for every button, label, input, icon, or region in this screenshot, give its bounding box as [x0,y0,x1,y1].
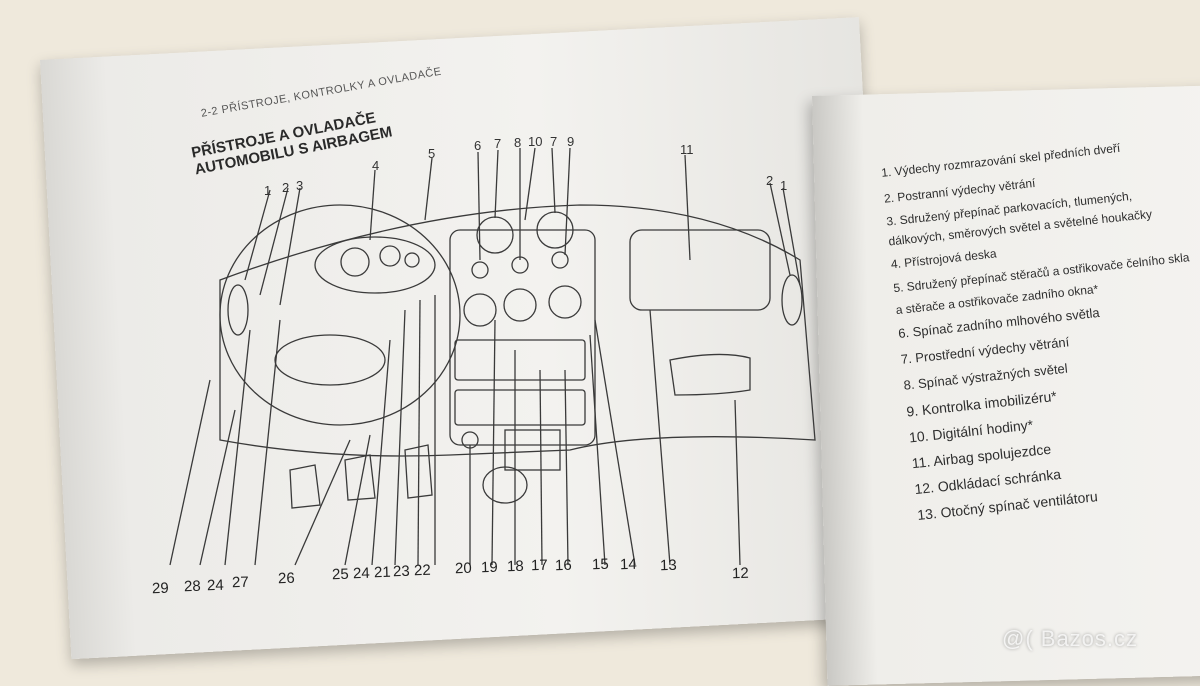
gear-knob [482,466,528,504]
callout-bottom-12: 12 [731,564,749,583]
callout-bottom-15: 15 [591,555,609,574]
callout-bottom-28: 28 [183,577,201,596]
callout-top-8: 8 [514,135,522,150]
callout-top-1-right: 1 [780,178,788,193]
callout-top-2-right: 2 [766,173,774,188]
knob-1 [463,293,497,327]
callout-bottom-21: 21 [373,563,391,582]
legend-list: 1. Výdechy rozmrazování skel předních dv… [880,127,1200,528]
callout-top-9: 9 [567,134,575,149]
steering-wheel [219,204,461,426]
callout-top-11: 11 [680,142,694,157]
pedal-accel [404,444,433,499]
steering-hub [274,334,386,386]
callout-bottom-27: 27 [231,573,249,592]
radio-unit [454,339,586,381]
callout-top-1: 1 [264,183,272,198]
callout-bottom-13: 13 [659,556,677,575]
callout-bottom-24b: 24 [352,564,370,583]
callout-bottom-16: 16 [554,556,572,575]
callout-top-7a: 7 [494,136,502,151]
callout-top-10: 10 [528,134,543,149]
callout-bottom-23: 23 [392,562,410,581]
callout-bottom-26: 26 [277,569,295,588]
knob-3 [548,285,582,319]
vent-left [227,284,249,336]
callout-bottom-22: 22 [413,561,431,580]
callout-top-6: 6 [474,138,482,153]
callout-top-5: 5 [428,146,436,161]
callout-bottom-17: 17 [530,556,548,575]
instrument-cluster [314,236,436,294]
vent-center-left [476,216,514,254]
callout-top-2: 2 [282,180,290,195]
center-console [449,229,596,446]
callout-bottom-19: 19 [480,558,498,577]
callout-bottom-20: 20 [454,559,472,578]
callout-bottom-18: 18 [506,557,524,576]
callout-bottom-14: 14 [619,555,637,574]
callout-top-4: 4 [372,158,380,173]
pedal-clutch [289,464,321,509]
passenger-airbag [629,229,771,311]
vent-right [781,274,803,326]
callout-top-7b: 7 [550,134,558,149]
callout-top-3: 3 [296,178,304,193]
watermark: @( Bazos.cz [1002,626,1139,651]
glovebox [669,353,751,396]
dashboard-diagram [169,147,816,566]
pedal-brake [344,454,376,501]
callout-bottom-29: 29 [151,579,169,598]
callout-bottom-24a: 24 [206,576,224,595]
callout-bottom-25: 25 [331,565,349,584]
dash-outline [219,204,816,457]
knob-2 [503,288,537,322]
